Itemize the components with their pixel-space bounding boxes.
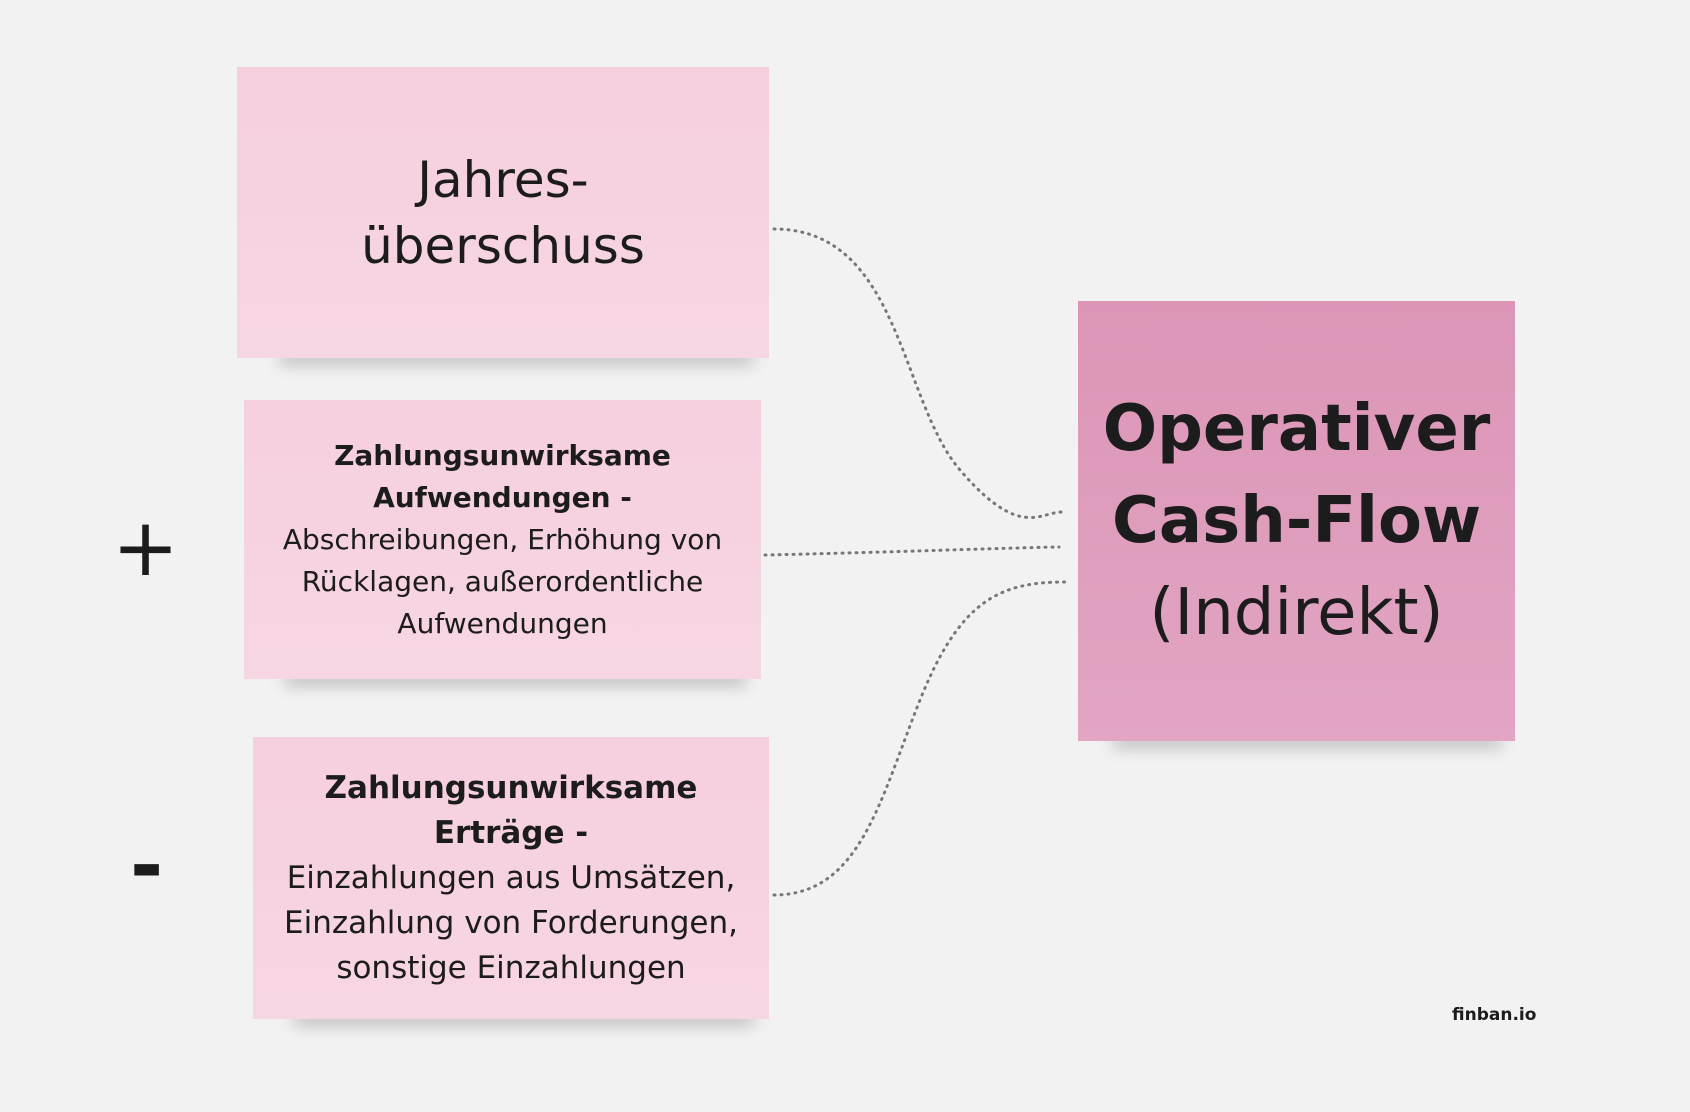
note-text: Einzahlung von Forderungen, [284,904,738,941]
note-text: überschuss [361,216,645,275]
plus-sign: + [112,501,180,594]
note-net-income: Jahres- überschuss [237,67,769,358]
connector-expenses [763,545,1061,557]
note-title: Zahlungsunwirksame [324,769,698,806]
connector-net-income [772,227,1064,520]
note-non-cash-expenses: Zahlungsunwirksame Aufwendungen - Abschr… [244,400,761,679]
note-title: Aufwendungen - [373,480,632,514]
result-title: Operativer [1102,392,1491,466]
brand-label: finban.io [1452,1005,1537,1025]
minus-sign: - [130,819,164,912]
note-text: Aufwendungen [397,606,608,640]
result-subtitle: (Indirekt) [1149,576,1444,650]
note-title: Erträge - [433,814,589,851]
note-text: Jahres- [417,150,589,209]
note-text: Abschreibungen, Erhöhung von [282,522,723,556]
result-title: Cash-Flow [1111,484,1482,558]
note-non-cash-income: Zahlungsunwirksame Erträge - Einzahlunge… [253,737,769,1019]
note-title: Zahlungsunwirksame [334,438,671,472]
note-operating-cash-flow: Operativer Cash-Flow (Indirekt) [1078,301,1515,741]
note-text: sonstige Einzahlungen [336,949,686,986]
connector-income [772,580,1067,897]
note-text: Einzahlungen aus Umsätzen, [286,859,736,896]
note-text: Rücklagen, außerordentliche [301,564,704,598]
